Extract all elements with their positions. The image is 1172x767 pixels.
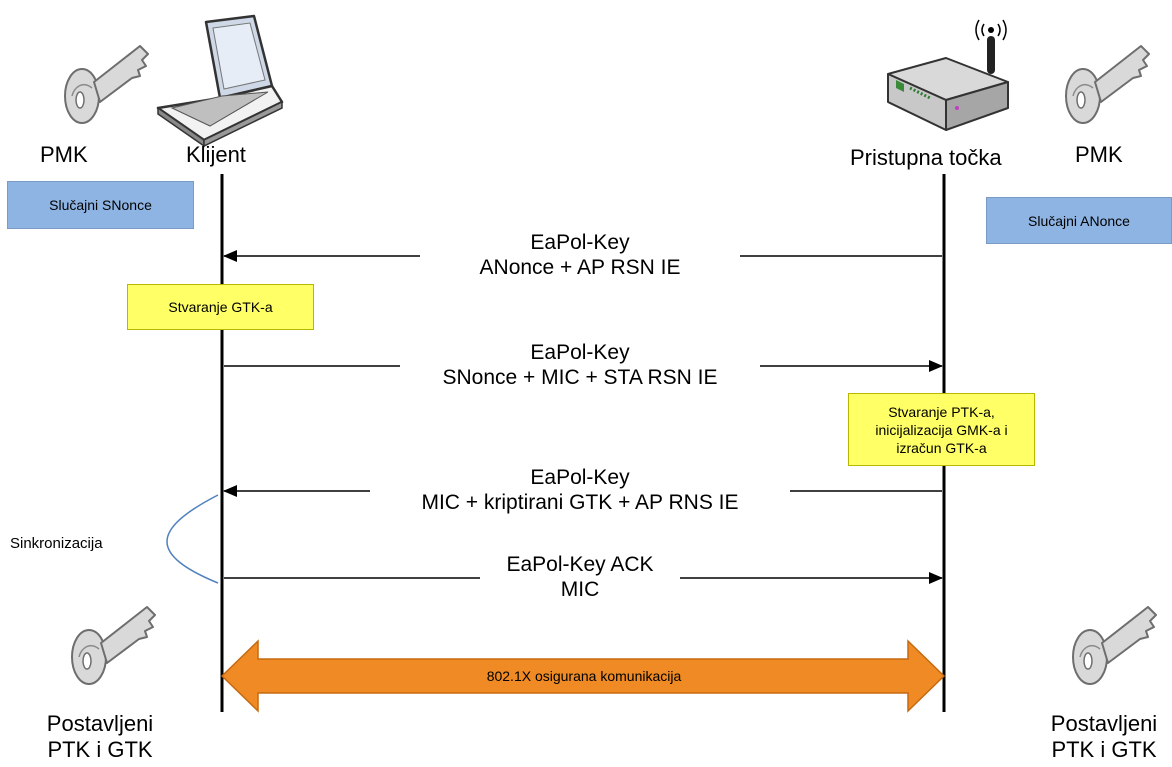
key-icon [1072, 606, 1157, 685]
ptk-box-line2: inicijalizacija GMK-a i [875, 421, 1008, 438]
message-4-label: EaPol-Key ACK MIC [480, 552, 680, 602]
key-icon [71, 606, 156, 685]
sync-curve [166, 494, 219, 584]
secure-band-label: 802.1X osigurana komunikacija [486, 668, 682, 684]
gtk-creation-box: Stvaranje GTK-a [127, 284, 314, 330]
ptk-creation-box: Stvaranje PTK-a, inicijalizacija GMK-a i… [848, 393, 1035, 466]
snonce-box: Slučajni SNonce [7, 181, 194, 229]
client-label: Klijent [186, 142, 246, 167]
message-1-line1: EaPol-Key [530, 231, 630, 254]
installed-right-line1: Postavljeni [1050, 711, 1158, 736]
message-3-label: EaPol-Key MIC + kriptirani GTK + AP RNS … [370, 465, 790, 515]
message-4-line1: EaPol-Key ACK [506, 553, 654, 576]
pmk-label-right: PMK [1075, 142, 1123, 167]
anonce-box: Slučajni ANonce [986, 197, 1172, 244]
ptk-box-line3: izračun GTK-a [896, 439, 987, 456]
key-icon [1065, 45, 1150, 124]
message-4-line2: MIC [560, 578, 600, 601]
access-point-icon [887, 19, 1009, 131]
installed-right-line2: PTK i GTK [1051, 737, 1157, 762]
message-2-line1: EaPol-Key [530, 341, 630, 364]
key-icon [64, 45, 149, 124]
message-3-line1: EaPol-Key [530, 466, 630, 489]
message-2-line2: SNonce + MIC + STA RSN IE [442, 366, 718, 389]
sync-label: Sinkronizacija [10, 535, 103, 552]
message-1-line2: ANonce + AP RSN IE [479, 256, 681, 279]
message-3-line2: MIC + kriptirani GTK + AP RNS IE [421, 491, 739, 514]
installed-left-line1: Postavljeni [46, 711, 154, 736]
installed-keys-left: Postavljeni PTK i GTK [30, 711, 170, 763]
laptop-icon [156, 14, 284, 148]
secure-band-arrow [220, 639, 946, 713]
installed-keys-right: Postavljeni PTK i GTK [1036, 711, 1172, 763]
ptk-box-line1: Stvaranje PTK-a, [888, 403, 995, 420]
pmk-label-left: PMK [40, 142, 88, 167]
access-point-label: Pristupna točka [850, 145, 1002, 170]
message-2-label: EaPol-Key SNonce + MIC + STA RSN IE [400, 340, 760, 390]
message-1-label: EaPol-Key ANonce + AP RSN IE [420, 230, 740, 280]
installed-left-line2: PTK i GTK [47, 737, 153, 762]
